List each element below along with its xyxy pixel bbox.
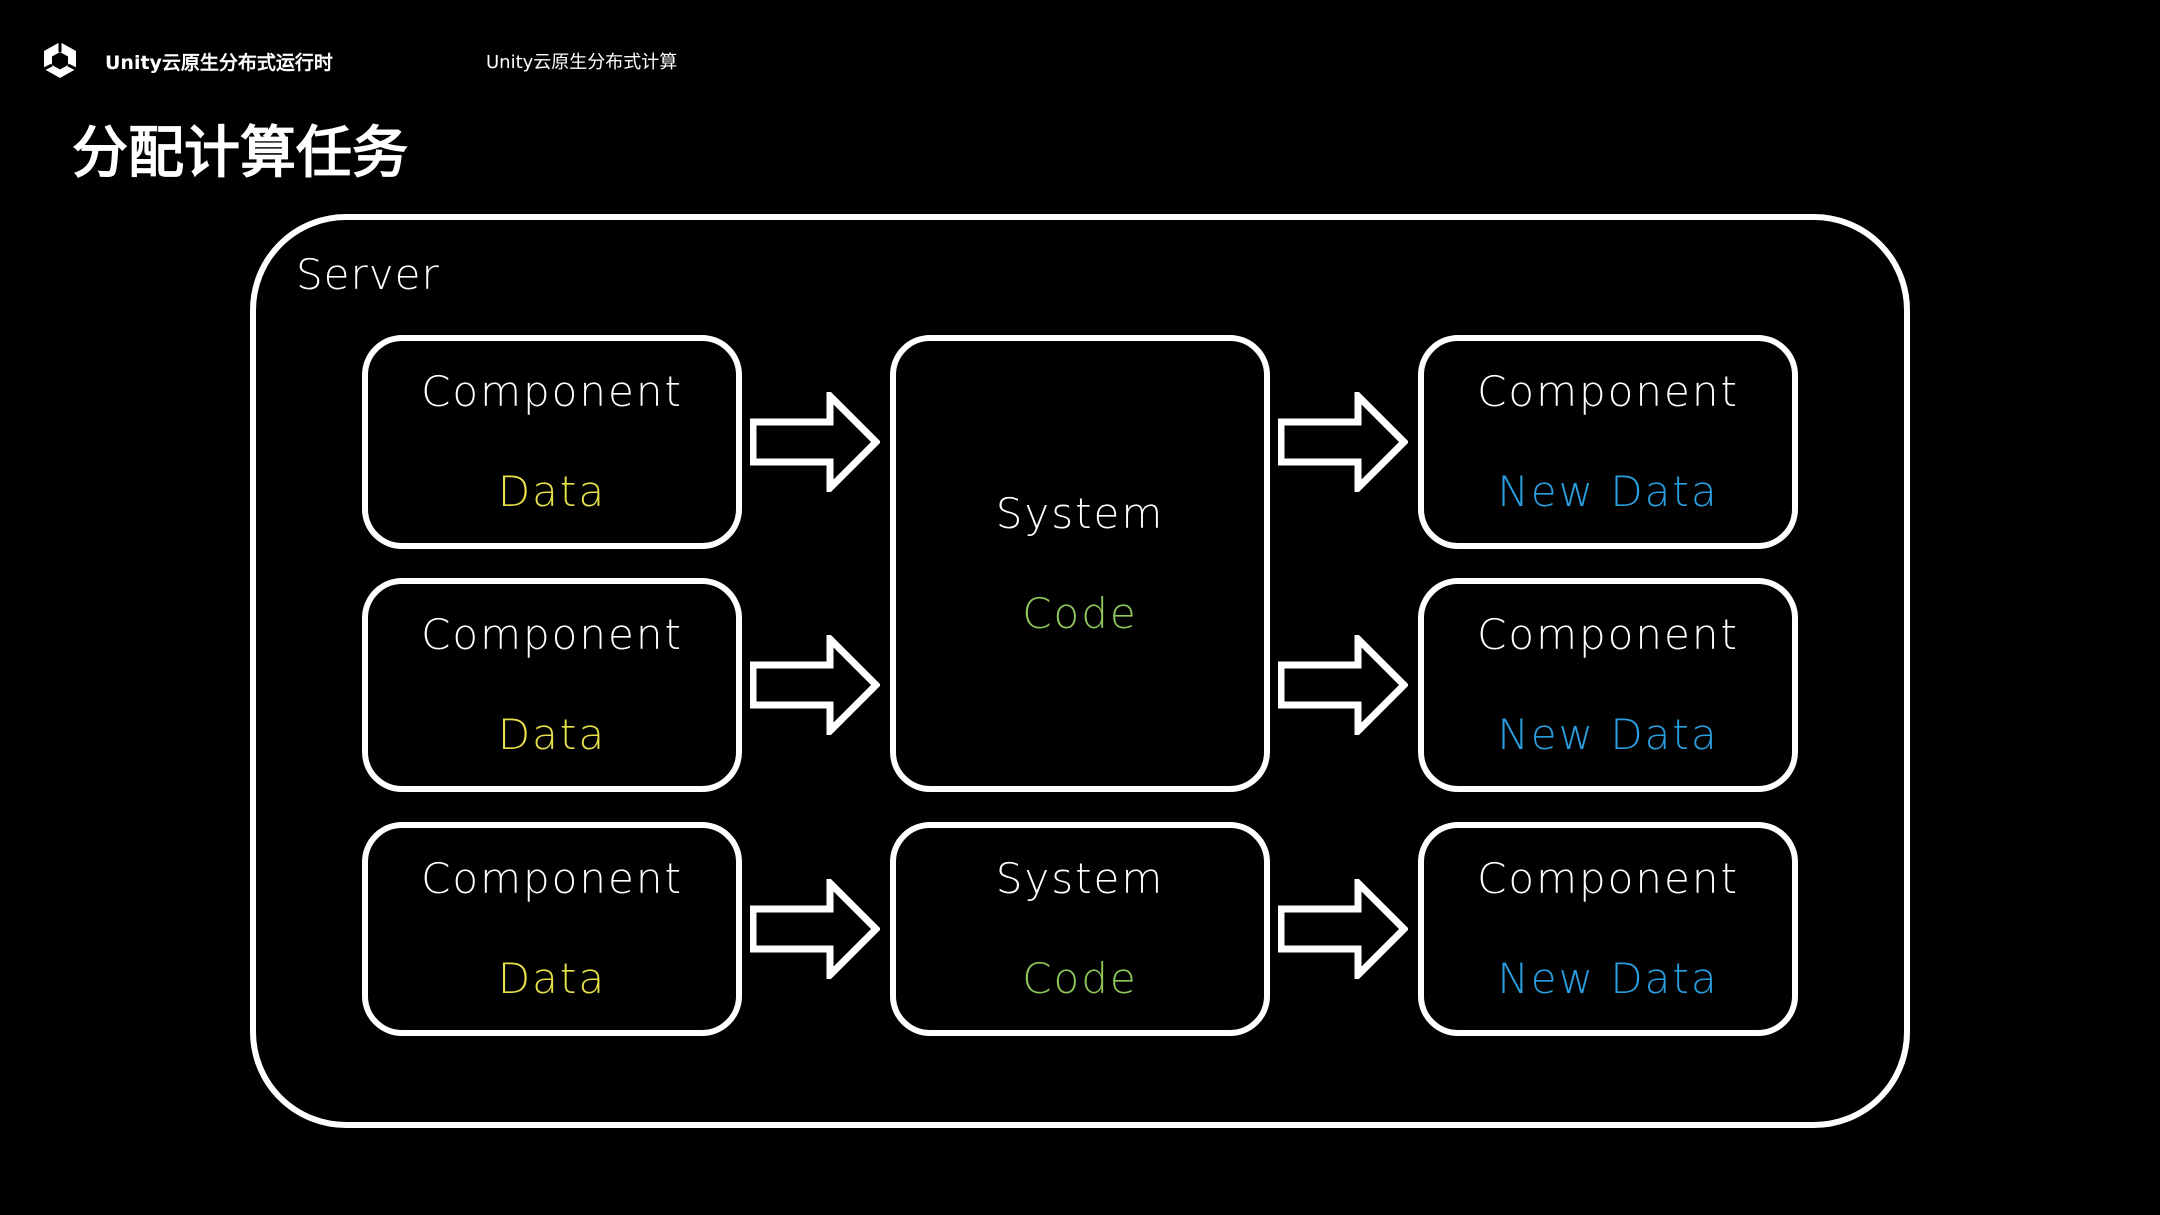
- component-new-data: New Data: [1497, 467, 1719, 516]
- right-arrow-icon: [1278, 635, 1408, 735]
- input-component-box: Component Data: [362, 578, 742, 792]
- right-arrow-icon: [1278, 392, 1408, 492]
- component-data: Data: [497, 467, 607, 516]
- component-title: Component: [1477, 610, 1739, 659]
- right-arrow-icon: [750, 392, 880, 492]
- system-box: System Code: [890, 335, 1270, 792]
- component-new-data: New Data: [1497, 954, 1719, 1003]
- brand-name: Unity云原生分布式运行时: [105, 52, 333, 74]
- component-new-data: New Data: [1497, 710, 1719, 759]
- right-arrow-icon: [1278, 879, 1408, 979]
- input-component-box: Component Data: [362, 335, 742, 549]
- system-code: Code: [1022, 954, 1138, 1003]
- right-arrow-icon: [750, 879, 880, 979]
- header-subtitle: Unity云原生分布式计算: [486, 52, 678, 73]
- component-title: Component: [1477, 367, 1739, 416]
- output-component-box: Component New Data: [1418, 335, 1798, 549]
- component-data: Data: [497, 954, 607, 1003]
- system-title: System: [995, 854, 1165, 903]
- component-title: Component: [421, 367, 683, 416]
- system-code: Code: [1022, 589, 1138, 638]
- component-title: Component: [421, 854, 683, 903]
- input-component-box: Component Data: [362, 822, 742, 1036]
- component-title: Component: [1477, 854, 1739, 903]
- component-data: Data: [497, 710, 607, 759]
- server-container: [250, 214, 1910, 1128]
- component-title: Component: [421, 610, 683, 659]
- server-label: Server: [296, 250, 440, 299]
- unity-logo-icon: [43, 42, 77, 78]
- system-box: System Code: [890, 822, 1270, 1036]
- output-component-box: Component New Data: [1418, 822, 1798, 1036]
- system-title: System: [995, 489, 1165, 538]
- output-component-box: Component New Data: [1418, 578, 1798, 792]
- right-arrow-icon: [750, 635, 880, 735]
- page-title: 分配计算任务: [72, 121, 408, 186]
